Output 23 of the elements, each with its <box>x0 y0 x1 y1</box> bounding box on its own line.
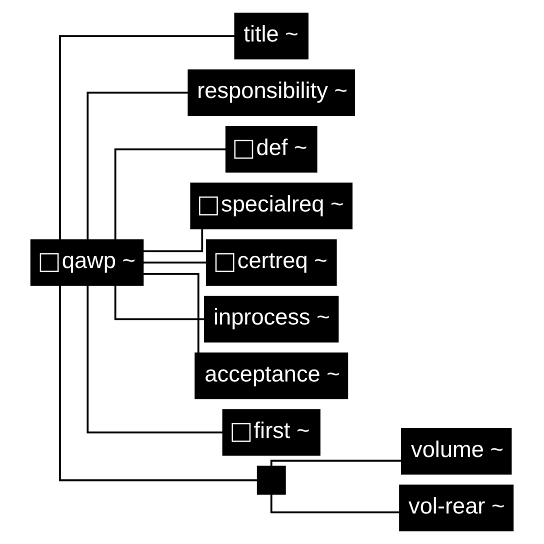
connector <box>86 285 223 434</box>
node-box: acceptance ~ <box>194 352 348 400</box>
node-box <box>256 466 286 495</box>
connector <box>59 285 258 482</box>
node-box: qawp ~ <box>30 239 144 286</box>
node-box: specialreq ~ <box>190 182 353 230</box>
node-box: first ~ <box>222 409 320 456</box>
node-box: inprocess ~ <box>204 296 339 342</box>
connector <box>86 92 188 240</box>
node-box: title ~ <box>234 12 308 60</box>
connector <box>143 262 206 264</box>
node-box: certreq ~ <box>206 239 337 286</box>
node-box: def ~ <box>225 126 318 173</box>
connector <box>270 494 400 514</box>
node-box: volume ~ <box>400 428 512 475</box>
node-box: vol-rear ~ <box>399 484 514 532</box>
connector <box>59 35 235 240</box>
node-box: responsibility ~ <box>188 69 356 116</box>
connector <box>114 148 226 240</box>
connector <box>114 285 204 320</box>
connector <box>143 272 200 353</box>
connector <box>143 229 204 252</box>
connector <box>270 460 402 466</box>
